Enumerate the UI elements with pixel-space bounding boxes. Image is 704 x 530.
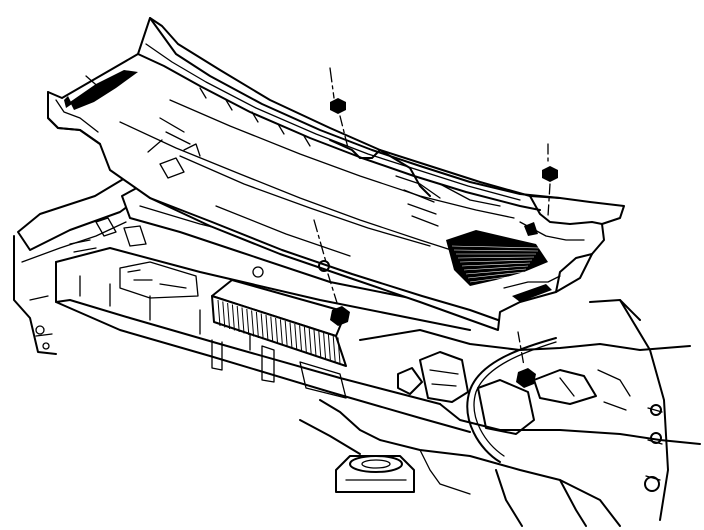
grille-slat — [284, 320, 288, 348]
grille-slat — [222, 301, 226, 328]
vent-slat — [467, 271, 525, 279]
fastener-left — [329, 67, 349, 149]
strut-tower — [335, 455, 415, 493]
grille-slat — [236, 305, 240, 333]
cowl-panel — [47, 17, 625, 331]
grille-slat — [246, 308, 250, 336]
grille-slat — [313, 329, 317, 357]
grille-slat — [279, 319, 283, 346]
grille-slat — [332, 335, 336, 363]
vent-slat — [461, 262, 531, 267]
grille-slat — [255, 311, 259, 339]
vent-slat — [465, 268, 527, 275]
grille-slat — [231, 304, 235, 331]
vent-slat — [469, 274, 523, 283]
vehicle-body-frame — [13, 149, 701, 527]
grille-slat — [303, 326, 307, 354]
grille-slat — [270, 316, 274, 343]
grille-slat — [289, 322, 293, 349]
washer-reservoir — [419, 351, 535, 435]
engine-bay-details — [69, 139, 631, 411]
grille-slat — [294, 323, 298, 351]
vent-slat — [457, 256, 535, 259]
grille-slat — [217, 299, 221, 327]
grille-slat — [299, 325, 303, 352]
fastener-center — [313, 219, 350, 326]
vent-slat — [463, 265, 529, 271]
grille-slat — [327, 334, 331, 361]
grille-slat — [318, 331, 322, 358]
fasteners — [313, 67, 558, 388]
vent-slat — [451, 245, 541, 249]
fastener-lower-right — [516, 331, 536, 388]
grille-slat — [265, 314, 269, 342]
grille-slat — [241, 307, 245, 334]
vent-slat — [453, 249, 539, 252]
grille-slat — [260, 313, 264, 340]
fastener-right — [542, 143, 558, 217]
grille-slat — [251, 310, 255, 337]
grille-slat — [227, 302, 231, 330]
grille-slat — [308, 328, 312, 355]
grille-slat — [337, 337, 341, 364]
cabin-air-grille — [211, 279, 347, 367]
grille-slat — [323, 332, 327, 360]
grille-slat — [275, 317, 279, 345]
vent-slat — [459, 259, 533, 263]
